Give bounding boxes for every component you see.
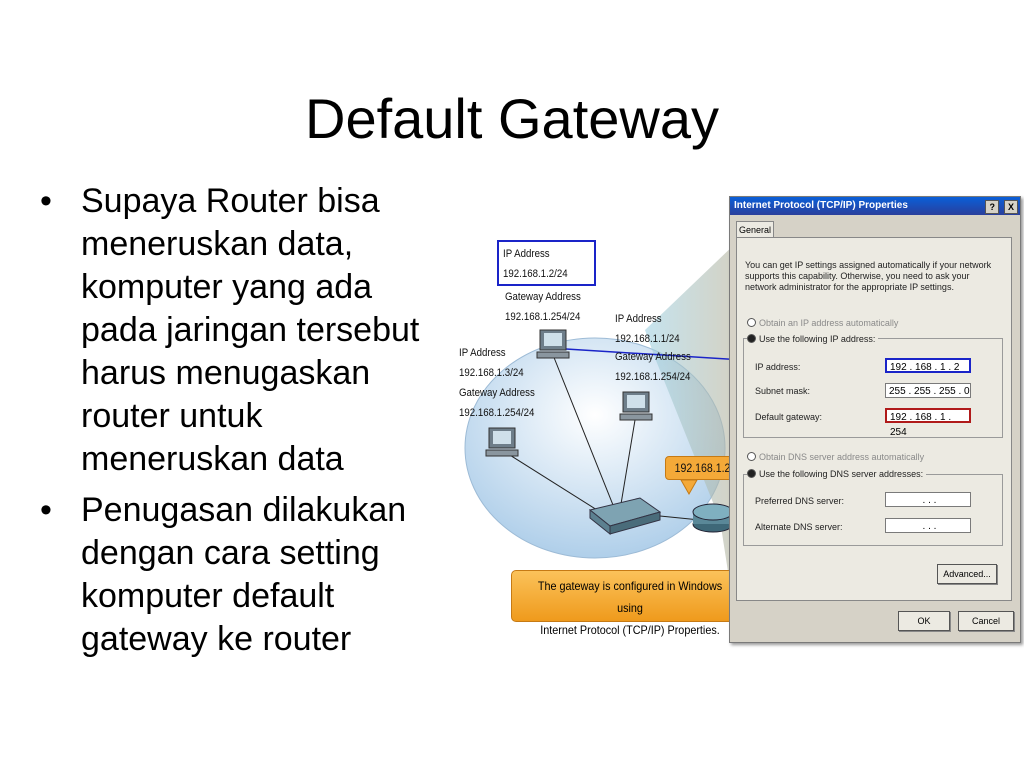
pc3-icon [485, 427, 519, 457]
subnet-mask-label: Subnet mask: [755, 386, 811, 396]
preferred-dns-field[interactable]: . . . [885, 492, 971, 507]
radio-auto-dns[interactable]: Obtain DNS server address automatically [747, 452, 924, 462]
bullet-dot: • [40, 491, 52, 529]
help-button[interactable]: ? [985, 200, 1000, 214]
general-panel: You can get IP settings assigned automat… [736, 237, 1012, 601]
router-icon [692, 503, 734, 533]
radio-manual-ip-label: Use the following IP address: [759, 334, 876, 344]
caption-box: The gateway is configured in Windows usi… [511, 570, 749, 637]
dialog-title: Internet Protocol (TCP/IP) Properties [734, 200, 908, 211]
default-gateway-field[interactable]: 192 . 168 . 1 . 254 [885, 408, 971, 438]
cancel-button[interactable]: Cancel [958, 611, 1014, 631]
slide-title: Default Gateway [305, 87, 719, 150]
dialog-intro-text: You can get IP settings assigned automat… [745, 260, 992, 292]
ip-address-label: IP address: [755, 362, 801, 372]
tab-general[interactable]: General [736, 221, 774, 238]
bullet-item: • Penugasan dilakukan dengan cara settin… [40, 489, 440, 661]
pc2-ip: 192.168.1.1/24 [615, 333, 680, 345]
bullet-text: Supaya Router bisa meneruskan data, komp… [81, 182, 420, 478]
radio-selected-icon [747, 469, 756, 478]
pc1-ip-box [497, 240, 596, 286]
dialog-title-bar: Internet Protocol (TCP/IP) Properties ? … [730, 197, 1020, 215]
bullet-list: • Supaya Router bisa meneruskan data, ko… [40, 180, 440, 669]
ip-address-field[interactable]: 192 . 168 . 1 . 2 [885, 358, 971, 373]
pc3-ip-label: IP Address [459, 347, 506, 359]
pc2-ip-label: IP Address [615, 313, 662, 325]
bullet-text: Penugasan dilakukan dengan cara setting … [81, 491, 407, 658]
radio-selected-icon [747, 334, 756, 343]
network-figure: IP Address 192.168.1.2/24 Gateway Addres… [455, 190, 1021, 645]
pc1-ip: 192.168.1.2/24 [503, 268, 568, 280]
ok-button[interactable]: OK [898, 611, 950, 631]
pc3-gw: 192.168.1.254/24 [459, 407, 535, 419]
radio-manual-dns[interactable]: Use the following DNS server addresses: [747, 469, 927, 479]
radio-auto-dns-label: Obtain DNS server address automatically [759, 452, 925, 462]
pc2-gw: 192.168.1.254/24 [615, 371, 691, 383]
caption-line-1: The gateway is configured in Windows usi… [537, 579, 723, 615]
radio-auto-ip-label: Obtain an IP address automatically [759, 318, 899, 328]
close-button[interactable]: X [1004, 200, 1018, 214]
projection-beam [645, 242, 737, 630]
pc3-ip: 192.168.1.3/24 [459, 367, 524, 379]
dns-group [743, 474, 1003, 546]
pc3-gw-label: Gateway Address [459, 387, 535, 399]
pc2-icon [619, 391, 653, 421]
caption-line-2: Internet Protocol (TCP/IP) Properties. [540, 623, 720, 637]
alternate-dns-label: Alternate DNS server: [755, 522, 843, 532]
bullet-dot: • [40, 182, 52, 220]
pc1-ip-label: IP Address [503, 248, 550, 260]
radio-manual-dns-label: Use the following DNS server addresses: [759, 469, 924, 479]
bullet-item: • Supaya Router bisa meneruskan data, ko… [40, 180, 440, 481]
radio-icon [747, 318, 756, 327]
radio-icon [747, 452, 756, 461]
alternate-dns-field[interactable]: . . . [885, 518, 971, 533]
tcpip-properties-dialog: Internet Protocol (TCP/IP) Properties ? … [729, 196, 1021, 643]
switch-icon [588, 497, 662, 536]
subnet-mask-field[interactable]: 255 . 255 . 255 . 0 [885, 383, 971, 398]
default-gateway-label: Default gateway: [755, 412, 823, 422]
preferred-dns-label: Preferred DNS server: [755, 496, 845, 506]
radio-auto-ip[interactable]: Obtain an IP address automatically [747, 318, 898, 328]
pc2-gw-label: Gateway Address [615, 351, 691, 363]
pc1-gw: 192.168.1.254/24 [505, 311, 581, 323]
radio-manual-ip[interactable]: Use the following IP address: [747, 334, 879, 344]
pc1-icon [536, 329, 570, 359]
advanced-button[interactable]: Advanced... [937, 564, 997, 584]
pc1-gw-label: Gateway Address [505, 291, 581, 303]
